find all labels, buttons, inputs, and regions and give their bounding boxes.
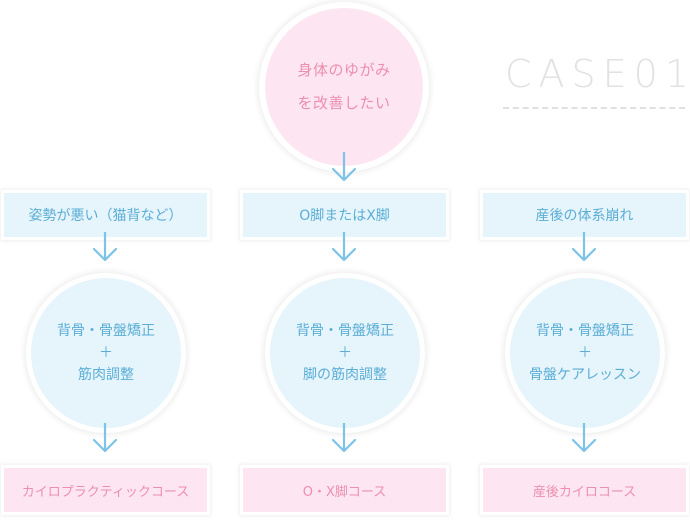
problem-box-posture: 姿勢が悪い（猫背など） <box>4 193 207 237</box>
problem-label: 姿勢が悪い（猫背など） <box>28 208 183 224</box>
problem-box-legs: O脚またはX脚 <box>243 193 446 237</box>
case-label: CASE01 <box>505 52 690 96</box>
course-box-chiropractic: カイロプラクティックコース <box>4 468 207 512</box>
treatment-circle-postpartum: 背骨・骨盤矯正 ＋ 骨盤ケアレッスン <box>510 278 660 428</box>
arrow-down-icon <box>331 152 357 182</box>
treatment-plus: ＋ <box>338 345 352 361</box>
goal-circle: 身体のゆがみ を改善したい <box>265 8 423 166</box>
treatment-line1: 背骨・骨盤矯正 <box>57 323 155 339</box>
treatment-line2: 筋肉調整 <box>78 367 134 383</box>
treatment-circle-legs: 背骨・骨盤矯正 ＋ 脚の筋肉調整 <box>270 278 420 428</box>
course-box-postpartum: 産後カイロコース <box>483 468 686 512</box>
problem-box-postpartum: 産後の体系崩れ <box>483 193 686 237</box>
course-label: カイロプラクティックコース <box>21 484 190 500</box>
arrow-down-icon <box>92 232 118 262</box>
arrow-down-icon <box>331 423 357 453</box>
arrow-down-icon <box>571 423 597 453</box>
treatment-circle-posture: 背骨・骨盤矯正 ＋ 筋肉調整 <box>31 278 181 428</box>
treatment-line2: 脚の筋肉調整 <box>303 367 387 383</box>
arrow-down-icon <box>331 232 357 262</box>
treatment-line1: 背骨・骨盤矯正 <box>296 323 394 339</box>
case-underline <box>503 107 685 109</box>
treatment-plus: ＋ <box>578 345 592 361</box>
course-label: O・X脚コース <box>302 484 387 500</box>
treatment-line1: 背骨・骨盤矯正 <box>536 323 634 339</box>
arrow-down-icon <box>92 423 118 453</box>
goal-text-line2: を改善したい <box>297 94 391 112</box>
treatment-line2: 骨盤ケアレッスン <box>529 367 641 383</box>
arrow-down-icon <box>571 232 597 262</box>
problem-label: 産後の体系崩れ <box>535 208 634 224</box>
problem-label: O脚またはX脚 <box>299 208 390 224</box>
course-label: 産後カイロコース <box>532 484 637 500</box>
treatment-plus: ＋ <box>99 345 113 361</box>
goal-text-line1: 身体のゆがみ <box>297 61 391 79</box>
course-box-ox-legs: O・X脚コース <box>243 468 446 512</box>
